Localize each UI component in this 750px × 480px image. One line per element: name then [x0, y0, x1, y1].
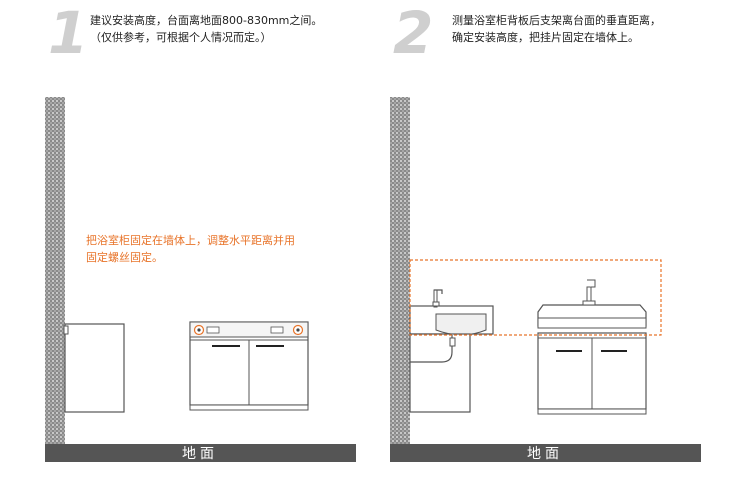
step-2-line-2: 确定安装高度，把挂片固定在墙体上。: [452, 31, 639, 44]
step-2-instructions: 测量浴室柜背板后支架离台面的垂直距离， 确定安装高度，把挂片固定在墙体上。: [452, 12, 661, 46]
right-mounting-hook: [270, 324, 304, 336]
measurement-dashed-box: [409, 259, 662, 336]
step-1-number: 1: [48, 0, 88, 67]
left-floor-label: 地面: [182, 446, 218, 462]
left-wall: [45, 97, 65, 450]
left-floor-bar: [45, 444, 356, 462]
fixing-note-line-2: 固定螺丝固定。: [86, 251, 163, 264]
left-cabinet-front-view: [189, 321, 309, 411]
left-cabinet-side-view: [63, 323, 125, 413]
step-1-line-2: （仅供参考，可根据个人情况而定。）: [90, 31, 272, 44]
step-2-line-1: 测量浴室柜背板后支架离台面的垂直距离，: [452, 14, 661, 27]
right-floor-bar: [390, 444, 701, 462]
right-floor-label: 地面: [527, 446, 563, 462]
left-mounting-hook: [193, 324, 220, 336]
step-1-line-1: 建议安装高度，台面离地面800-830mm之间。: [90, 14, 323, 27]
right-basin-side-view: [409, 289, 494, 413]
step-2-number: 2: [393, 0, 433, 67]
fixing-note-line-1: 把浴室柜固定在墙体上，调整水平距离并用: [86, 234, 295, 247]
fixing-note: 把浴室柜固定在墙体上，调整水平距离并用 固定螺丝固定。: [86, 232, 295, 266]
right-wall: [390, 97, 410, 450]
right-vanity-front-view: [537, 279, 647, 415]
step-1-instructions: 建议安装高度，台面离地面800-830mm之间。 （仅供参考，可根据个人情况而定…: [90, 12, 322, 46]
